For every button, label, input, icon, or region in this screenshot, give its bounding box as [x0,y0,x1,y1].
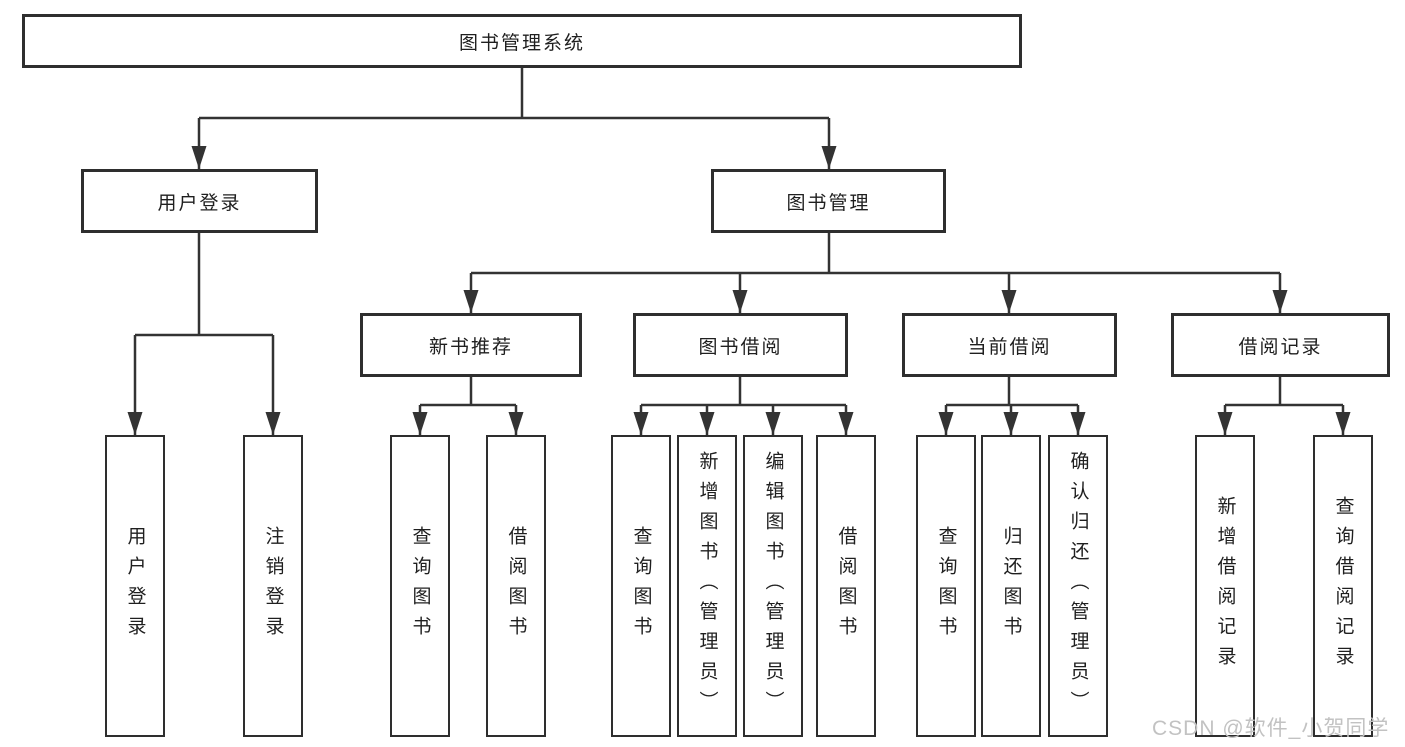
node-book-borrow: 图书借阅 [633,313,848,377]
node-book-borrow-label: 图书借阅 [698,336,783,358]
node-current-borrow: 当前借阅 [902,313,1117,377]
leaf-borrow-add-admin-label: 新增图书（管理员） [696,451,718,721]
node-book-mgmt: 图书管理 [711,169,946,233]
node-user-login-label: 用户登录 [157,192,242,214]
leaf-borrow-book-label: 借阅图书 [835,526,857,646]
leaf-newbook-query: 查询图书 [390,435,450,737]
node-root: 图书管理系统 [22,14,1022,68]
leaf-current-query-label: 查询图书 [935,526,957,646]
leaf-borrow-book: 借阅图书 [816,435,876,737]
leaf-record-query: 查询借阅记录 [1313,435,1373,737]
connector-user-login-to-leaves [133,233,275,435]
leaf-user-login: 用户登录 [105,435,165,737]
node-borrow-record: 借阅记录 [1171,313,1390,377]
leaf-borrow-edit-admin: 编辑图书（管理员） [743,435,803,737]
node-book-mgmt-label: 图书管理 [786,192,871,214]
leaf-record-add: 新增借阅记录 [1195,435,1255,737]
leaf-newbook-borrow-label: 借阅图书 [505,526,527,646]
leaf-record-add-label: 新增借阅记录 [1214,496,1236,676]
leaf-borrow-edit-admin-label: 编辑图书（管理员） [762,451,784,721]
connector-borrow-record-to-leaves [1223,377,1345,435]
node-root-label: 图书管理系统 [458,32,585,54]
leaf-current-return: 归还图书 [981,435,1041,737]
leaf-logout-label: 注销登录 [262,526,284,646]
watermark: CSDN @软件_小贺同学 [1152,717,1390,740]
leaf-logout: 注销登录 [243,435,303,737]
leaf-current-confirm-admin: 确认归还（管理员） [1048,435,1108,737]
connector-new-book-to-leaves [418,377,518,435]
arrowheads [127,146,1351,435]
node-borrow-record-label: 借阅记录 [1238,336,1323,358]
leaf-borrow-query-label: 查询图书 [630,526,652,646]
leaf-borrow-query: 查询图书 [611,435,671,737]
leaf-newbook-query-label: 查询图书 [409,526,431,646]
connector-root-to-level2 [197,68,831,169]
connector-book-borrow-to-leaves [639,377,848,435]
node-new-book: 新书推荐 [360,313,582,377]
leaf-current-query: 查询图书 [916,435,976,737]
node-new-book-label: 新书推荐 [428,336,513,358]
node-user-login: 用户登录 [81,169,318,233]
leaf-newbook-borrow: 借阅图书 [486,435,546,737]
leaf-user-login-label: 用户登录 [124,526,146,646]
connector-book-mgmt-to-level3 [469,233,1282,313]
leaf-current-return-label: 归还图书 [1000,526,1022,646]
leaf-borrow-add-admin: 新增图书（管理员） [677,435,737,737]
node-current-borrow-label: 当前借阅 [967,336,1052,358]
leaf-record-query-label: 查询借阅记录 [1332,496,1354,676]
leaf-current-confirm-admin-label: 确认归还（管理员） [1067,451,1089,721]
